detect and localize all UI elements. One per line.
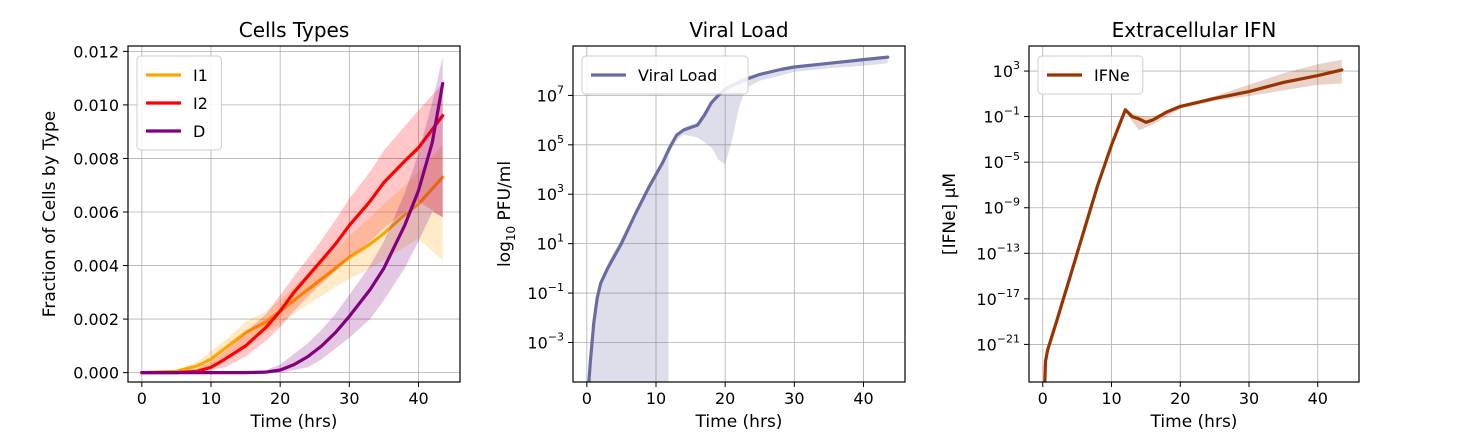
x-tick-label: 40	[408, 389, 428, 408]
i1-line	[140, 175, 445, 375]
y-tick-label: 0.012	[73, 42, 119, 61]
viral-load-line	[587, 55, 890, 382]
viral-load-chart: 0 10 20 30 40 10−3 10−1 101 103 105 107 Viral LoadT…	[495, 18, 906, 432]
y-tick-label: 10−5	[983, 150, 1020, 172]
i1-band	[141, 145, 443, 373]
ifne-line	[1043, 68, 1344, 382]
y-tick-label: 0.006	[73, 203, 119, 222]
y-axis-label: [IFNe] μM	[940, 173, 960, 255]
y-tick-label: 10−17	[976, 287, 1020, 309]
legend-label: Viral Load	[638, 66, 717, 85]
y-tick-label: 0.002	[73, 310, 119, 329]
x-axis-label: Time (hrs)	[695, 412, 783, 432]
y-tick-label: 10−9	[983, 196, 1020, 218]
i2-band	[141, 83, 443, 373]
x-tick-label: 20	[270, 389, 290, 408]
x-tick-label: 40	[853, 389, 873, 408]
legend-label: D	[193, 122, 205, 141]
d-line	[140, 81, 445, 375]
chart-title: Extracellular IFN	[1112, 18, 1277, 42]
y-tick-label: 10−1	[527, 281, 564, 303]
x-tick-label: 10	[1101, 389, 1121, 408]
y-tick-label: 101	[537, 232, 564, 254]
axes-frame	[127, 45, 461, 383]
y-tick-label: 10−13	[976, 241, 1020, 263]
legend-box	[581, 55, 749, 95]
y-tick-label: 107	[537, 83, 564, 105]
legend-box	[1037, 55, 1144, 95]
y-tick-label: 10−3	[527, 330, 564, 352]
y-tick-label: 0.008	[73, 149, 119, 168]
chart-title: Viral Load	[689, 18, 788, 42]
legend: Viral Load	[581, 55, 749, 95]
y-tick-label: 0.010	[73, 96, 119, 115]
y-axis-label: Fraction of Cells by Type	[40, 111, 60, 317]
y-axis-label: log10 PFU/ml	[495, 161, 518, 267]
y-tick-label: 10−1	[983, 105, 1020, 127]
x-axis-label: Time (hrs)	[1150, 412, 1238, 432]
legend-label: IFNe	[1094, 66, 1130, 85]
y-tick-label: 0.000	[73, 364, 119, 383]
y-tick-label: 103	[993, 59, 1020, 81]
x-tick-label: 10	[646, 389, 666, 408]
x-tick-label: 0	[137, 389, 147, 408]
x-tick-label: 20	[1170, 389, 1190, 408]
x-tick-label: 30	[1239, 389, 1259, 408]
y-tick-label: 105	[537, 133, 564, 155]
y-tick-label: 103	[537, 182, 564, 204]
legend-label: I2	[193, 94, 208, 113]
y-tick-label: 10−21	[976, 332, 1020, 354]
x-tick-label: 0	[582, 389, 592, 408]
x-axis-label: Time (hrs)	[250, 412, 338, 432]
x-tick-label: 10	[201, 389, 221, 408]
x-tick-label: 30	[339, 389, 359, 408]
i2-line	[140, 113, 445, 375]
axes-frame	[572, 45, 906, 383]
y-tick-label: 0.004	[73, 257, 119, 276]
x-tick-label: 30	[784, 389, 804, 408]
legend: IFNe	[1037, 55, 1144, 95]
cells-types-chart: 0 10 20 30 40 0.000 0.002 0.004 0.006 0.008 0.010 0…	[40, 18, 461, 432]
viral-load-band	[588, 55, 888, 382]
x-tick-label: 20	[715, 389, 735, 408]
extracellular-ifn-chart: 0 10 20 30 40 10−21 10−17 10−13 10−9 10−5 10−1 103 E…	[940, 18, 1360, 432]
chart-title: Cells Types	[239, 18, 350, 42]
axes-frame	[1028, 45, 1360, 383]
x-tick-label: 0	[1038, 389, 1048, 408]
legend-label: I1	[193, 66, 208, 85]
x-tick-label: 40	[1308, 389, 1328, 408]
